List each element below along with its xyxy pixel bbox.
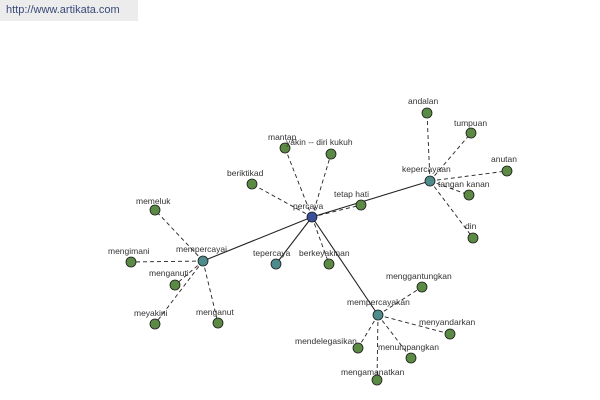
node-menganuti[interactable]: [169, 279, 181, 291]
edge-mempercayakan-mengamanatkan: [376, 314, 379, 381]
node-label-kepercayaan: kepercayaan: [402, 164, 451, 174]
node-label-tangan-kanan: tangan kanan: [438, 179, 490, 189]
labels-layer: percaya kepercayaan mempercayai mempercayak…: [108, 96, 517, 377]
node-label-andalan: andalan: [408, 96, 439, 106]
node-label-memeluk: memeluk: [136, 196, 171, 206]
node-label-menganuti: menganuti: [149, 268, 189, 278]
edge-kepercayaan-din: [429, 180, 474, 239]
node-label-menyandarkan: menyandarkan: [419, 317, 476, 327]
node-label-mempercayakan: mempercayakan: [347, 297, 410, 307]
node-label-mengimani: mengimani: [108, 246, 150, 256]
edge-percaya-mantap: [284, 147, 313, 218]
node-percaya[interactable]: [306, 211, 318, 223]
edge-mempercayai-menganut: [202, 260, 219, 324]
edge-percaya-berkeyakinan: [311, 216, 330, 265]
node-mantap[interactable]: [279, 142, 291, 154]
node-label-tetap-hati: tetap hati: [334, 189, 369, 199]
node-label-berkeyakinan: berkeyakinan: [299, 248, 350, 258]
node-anutan[interactable]: [501, 165, 513, 177]
node-label-menumpangkan: menumpangkan: [378, 342, 439, 352]
node-label-beriktikad: beriktikad: [227, 168, 264, 178]
edge-mempercayai-mengimani: [130, 260, 204, 263]
edge-percaya-yakin: [311, 153, 332, 218]
edge-percaya-tetap-hati: [311, 204, 362, 218]
node-label-anutan: anutan: [491, 154, 517, 164]
edges-layer: [130, 112, 508, 381]
node-beriktikad[interactable]: [246, 178, 258, 190]
node-menumpangkan[interactable]: [405, 352, 417, 364]
node-memeluk[interactable]: [149, 204, 161, 216]
node-menganut[interactable]: [212, 317, 224, 329]
node-mempercayai[interactable]: [197, 255, 209, 267]
node-berkeyakinan[interactable]: [323, 258, 335, 270]
edge-mempercayai-memeluk: [154, 209, 204, 262]
node-tangan-kanan[interactable]: [463, 189, 475, 201]
node-label-meyakini: meyakini: [134, 308, 168, 318]
node-yakin[interactable]: [325, 148, 337, 160]
node-mempercayakan[interactable]: [372, 309, 384, 321]
node-mendelegasikan[interactable]: [352, 342, 364, 354]
node-menggantungkan[interactable]: [416, 281, 428, 293]
node-label-mempercayai: mempercayai: [176, 244, 227, 254]
node-label-din: din: [465, 221, 477, 231]
edge-kepercayaan-tumpuan: [429, 132, 472, 182]
node-label-tepercaya: tepercaya: [253, 248, 291, 258]
node-label-yakin: yakin -- diri kukuh: [286, 137, 353, 147]
node-meyakini[interactable]: [149, 318, 161, 330]
node-label-tumpuan: tumpuan: [454, 118, 487, 128]
edge-mempercayai-menganuti: [174, 260, 204, 286]
edge-mempercayakan-mendelegasikan: [357, 314, 379, 349]
nodes-layer: [125, 107, 513, 386]
node-andalan[interactable]: [421, 107, 433, 119]
edge-mempercayai-meyakini: [154, 260, 204, 325]
node-label-percaya: percaya: [293, 201, 324, 211]
edge-percaya-beriktikad: [251, 183, 313, 218]
node-label-menganut: menganut: [196, 307, 234, 317]
node-mengamanatkan[interactable]: [371, 374, 383, 386]
edge-mempercayakan-menyandarkan: [377, 314, 451, 335]
edge-percaya-mempercayai: [202, 216, 313, 262]
node-tepercaya[interactable]: [270, 258, 282, 270]
node-tumpuan[interactable]: [465, 127, 477, 139]
node-label-mendelegasikan: mendelegasikan: [295, 336, 357, 346]
edge-kepercayaan-anutan: [429, 170, 508, 182]
edge-mempercayakan-menumpangkan: [377, 314, 412, 359]
edge-percaya-kepercayaan: [311, 180, 431, 218]
node-label-mantap: mantap: [268, 132, 297, 142]
edge-mempercayakan-menggantungkan: [377, 286, 423, 316]
node-din[interactable]: [467, 232, 479, 244]
source-url-banner[interactable]: http://www.artikata.com: [0, 0, 138, 21]
node-menyandarkan[interactable]: [444, 328, 456, 340]
edge-percaya-mempercayakan: [311, 216, 379, 316]
edge-percaya-tepercaya: [275, 216, 313, 265]
node-kepercayaan[interactable]: [424, 175, 436, 187]
node-tetap-hati[interactable]: [355, 199, 367, 211]
node-label-mengamanatkan: mengamanatkan: [341, 367, 405, 377]
node-label-menggantungkan: menggantungkan: [386, 271, 452, 281]
node-mengimani[interactable]: [125, 256, 137, 268]
edge-kepercayaan-andalan: [426, 112, 431, 182]
